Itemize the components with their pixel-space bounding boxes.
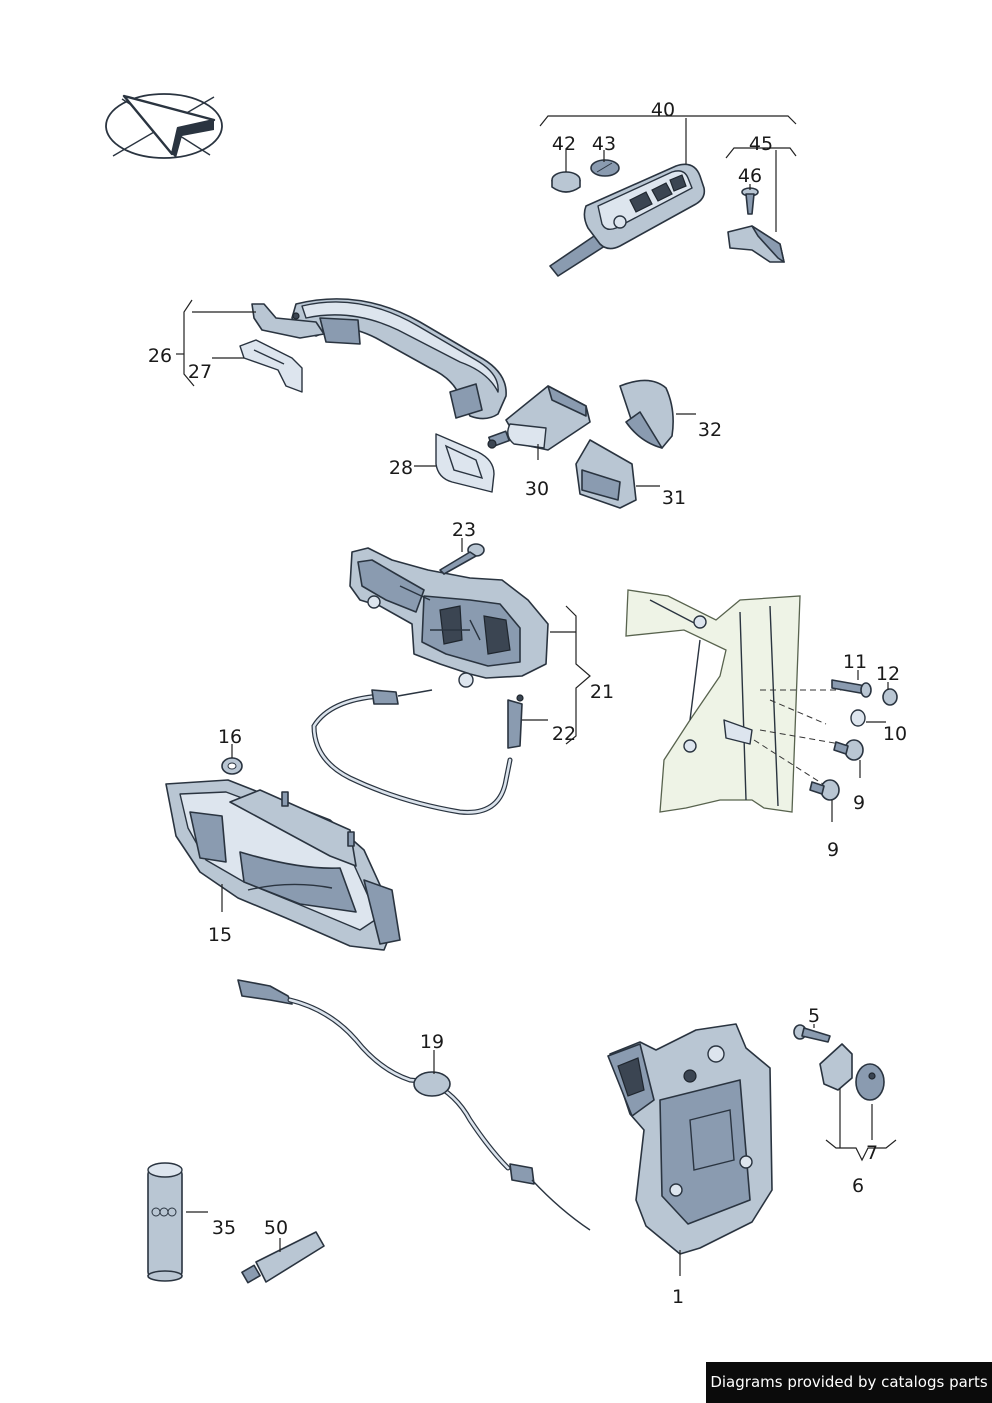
- fastener-screw-lower: [809, 779, 840, 801]
- label-11: 11: [843, 651, 867, 673]
- label-42: 42: [552, 133, 576, 155]
- label-32: 32: [698, 419, 722, 441]
- label-46: 46: [738, 165, 762, 187]
- diagram-credit-banner: Diagrams provided by catalogs parts: [706, 1362, 992, 1403]
- door-body-panel: [625, 589, 850, 813]
- leader-lines: [176, 115, 897, 1276]
- label-28: 28: [389, 457, 413, 479]
- label-9-upper: 9: [853, 792, 865, 814]
- key-battery-coin: [590, 159, 620, 177]
- label-21: 21: [590, 681, 614, 703]
- label-35: 35: [212, 1217, 236, 1239]
- fastener-nut: [882, 688, 898, 706]
- door-lock-mechanism: [607, 1023, 773, 1255]
- handle-cap: [619, 379, 674, 449]
- handle-bracket-insert: [575, 439, 637, 509]
- direction-arrow-icon: [105, 93, 223, 159]
- label-12: 12: [876, 663, 900, 685]
- label-19: 19: [420, 1031, 444, 1053]
- grease-tube: [241, 1231, 325, 1284]
- striker-plate: [819, 1043, 885, 1101]
- label-26: 26: [148, 345, 172, 367]
- fastener-cap: [850, 709, 866, 727]
- release-cable: [311, 689, 524, 815]
- remote-key-fob: [549, 163, 706, 277]
- label-7: 7: [866, 1142, 878, 1164]
- label-45: 45: [749, 133, 773, 155]
- inner-door-handle: [165, 779, 401, 951]
- label-10: 10: [883, 723, 907, 745]
- label-27: 27: [188, 361, 212, 383]
- key-screw: [741, 187, 759, 215]
- part-labels: 40 42 43 45 46 26 27 28 30 32 31 23 21 2…: [148, 99, 907, 1308]
- door-release-cable: [237, 979, 591, 1231]
- label-30: 30: [525, 478, 549, 500]
- handle-gasket: [239, 339, 303, 393]
- label-1: 1: [672, 1286, 684, 1308]
- label-40: 40: [651, 99, 675, 121]
- grease-can: [147, 1162, 183, 1282]
- label-31: 31: [662, 487, 686, 509]
- label-5: 5: [808, 1005, 820, 1027]
- label-50: 50: [264, 1217, 288, 1239]
- label-43: 43: [592, 133, 616, 155]
- fastener-bolt: [831, 679, 872, 698]
- label-6: 6: [852, 1175, 864, 1197]
- outer-door-handle: [251, 298, 507, 420]
- label-9-lower: 9: [827, 839, 839, 861]
- fastener-screw-upper: [833, 739, 864, 761]
- label-16: 16: [218, 726, 242, 748]
- key-battery: [551, 171, 581, 193]
- handle-carrier-frame: [349, 547, 549, 688]
- label-23: 23: [452, 519, 476, 541]
- carrier-screw: [439, 543, 485, 575]
- cylinder-seal: [435, 433, 495, 493]
- key-cover-bracket: [727, 225, 785, 263]
- label-22: 22: [552, 723, 576, 745]
- lock-screw: [793, 1024, 831, 1043]
- handle-washer: [221, 757, 243, 775]
- lock-cylinder: [487, 385, 591, 451]
- label-15: 15: [208, 924, 232, 946]
